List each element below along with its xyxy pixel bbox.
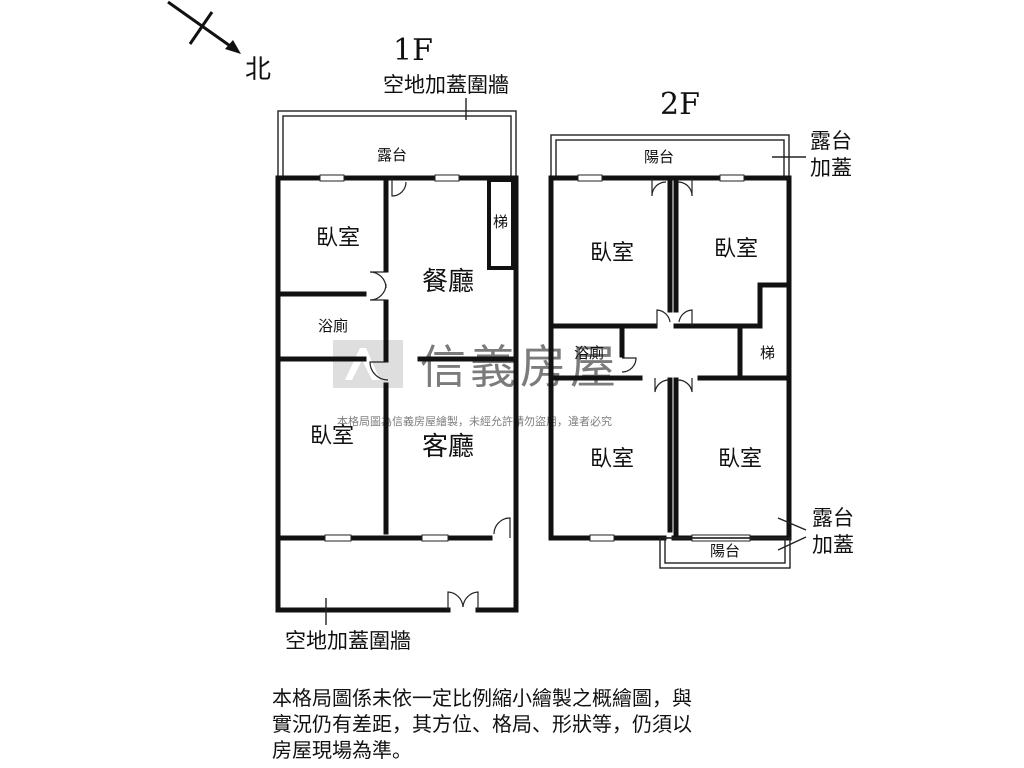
f2-bedroom-sw-label: 臥室: [590, 447, 634, 472]
f1-bathroom-label: 浴廁: [318, 317, 348, 335]
f2-balcony-top-label: 陽台: [644, 148, 674, 166]
compass: 北: [167, 0, 271, 85]
disclaimer-line-1: 本格局圖係未依一定比例縮小繪製之概繪圖，與: [272, 686, 692, 710]
watermark-logo-icon: [333, 340, 403, 388]
disclaimer-line-2: 實況仍有差距，其方位、格局、形狀等，仍須以: [272, 712, 692, 736]
f2-bedroom-se-label: 臥室: [718, 447, 762, 472]
watermark-notice: 本格局圖為信義房屋繪製，未經允許請勿盜用，違者必究: [337, 414, 612, 428]
north-label: 北: [245, 55, 271, 85]
f2-bathroom-label: 浴廁: [574, 344, 604, 362]
f2-stairs-label: 梯: [760, 344, 775, 362]
f2-bottom-annotation-2: 加蓋: [812, 533, 854, 557]
f2-bedroom-ne-label: 臥室: [714, 237, 758, 262]
f1-bedroom-top-label: 臥室: [316, 226, 360, 251]
f2-top-annotation-2: 加蓋: [810, 156, 852, 180]
f2-top-annotation-1: 露台: [810, 129, 852, 153]
disclaimer-line-3: 房屋現場為準。: [272, 738, 412, 762]
floor2-title: 2F: [660, 87, 700, 122]
floor1-bottom-annotation: 空地加蓋圍牆: [285, 629, 411, 653]
north-arrow-icon: [225, 40, 241, 54]
f2-balcony-bottom-label: 陽台: [710, 542, 740, 560]
floor1-title: 1F: [393, 33, 433, 68]
disclaimer-note: 本格局圖係未依一定比例縮小繪製之概繪圖，與 實況仍有差距，其方位、格局、形狀等，…: [272, 685, 772, 763]
f2-bedroom-nw-label: 臥室: [590, 241, 634, 266]
f1-terrace-label: 露台: [377, 146, 407, 164]
f1-dining-label: 餐廳: [422, 267, 474, 297]
floor1-plan: 1F 空地加蓋圍牆 露台 臥室 梯: [275, 33, 519, 653]
f1-stairs-label: 梯: [493, 213, 508, 231]
f2-bottom-annotation-1: 露台: [812, 506, 854, 530]
f1-bedroom-bottom-label: 臥室: [310, 424, 354, 449]
floor1-top-annotation: 空地加蓋圍牆: [383, 73, 509, 97]
f1-living-label: 客廳: [422, 432, 474, 462]
floor2-plan: 2F 露台 加蓋: [548, 87, 854, 569]
